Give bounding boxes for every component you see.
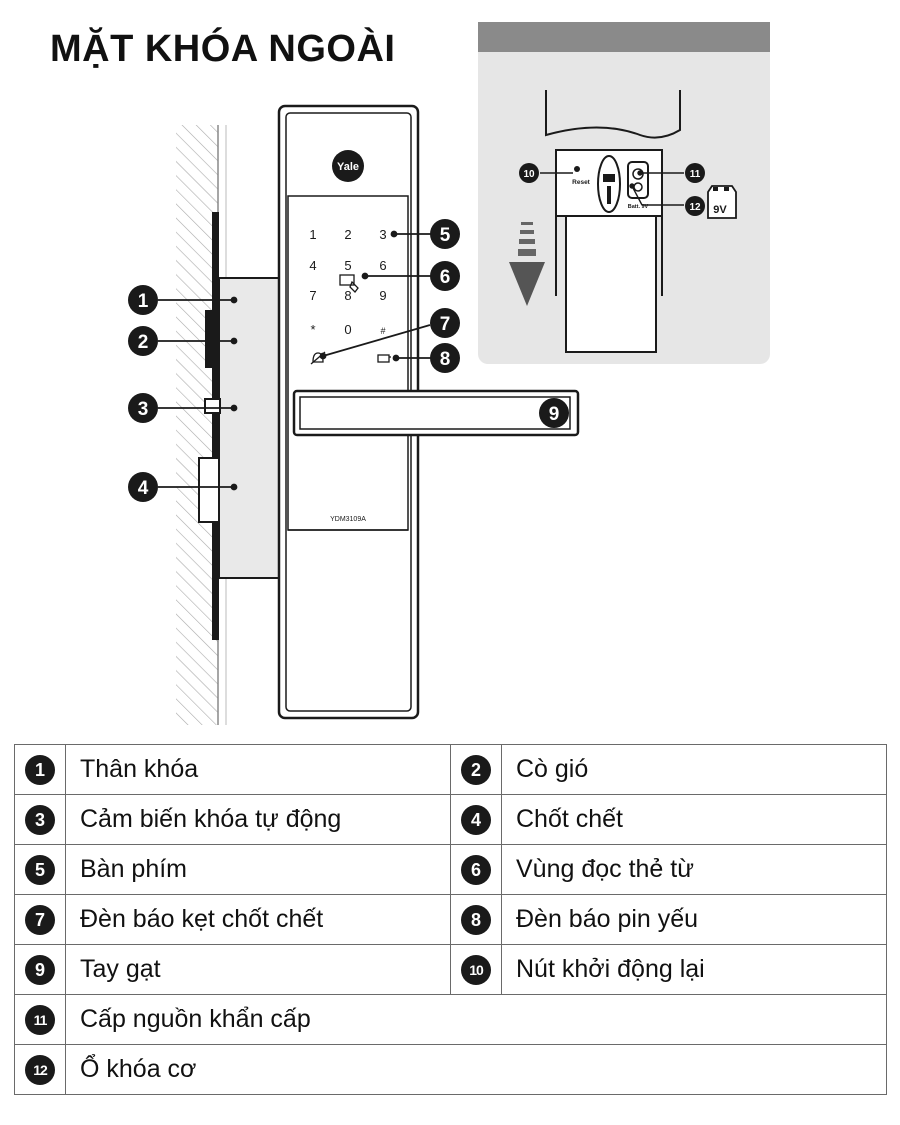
card-reader-icon: [339, 274, 359, 293]
key-cylinder: [597, 155, 621, 213]
callout-5: 5: [430, 219, 460, 249]
legend-row: 1 Thân khóa 2 Cò gió: [14, 744, 887, 795]
legend-row: 7 Đèn báo kẹt chốt chết 8 Đèn báo pin yế…: [14, 894, 887, 945]
model-label: YDM3109A: [330, 516, 366, 523]
battery-9v-icon: 9V: [707, 185, 737, 219]
brand-logo: Yale: [332, 150, 364, 182]
legend-number: 5: [25, 854, 55, 885]
legend-label: Cảm biến khóa tự động: [65, 794, 451, 845]
svg-text:Yale: Yale: [337, 161, 359, 173]
latch-bolt: [205, 310, 219, 368]
legend-number: 4: [461, 804, 491, 835]
callout-4: 4: [128, 472, 158, 502]
key-4[interactable]: 4: [309, 258, 316, 273]
key-hash[interactable]: #: [380, 326, 385, 336]
down-arrow-icon: [509, 222, 545, 306]
legend-number: 8: [461, 904, 491, 935]
reset-button-icon: [574, 166, 580, 172]
legend-number: 7: [25, 904, 55, 935]
legend-label: Vùng đọc thẻ từ: [501, 844, 887, 895]
callout-12: 12: [685, 196, 705, 216]
legend-label: Cấp nguồn khẩn cấp: [65, 994, 887, 1045]
svg-text:5: 5: [440, 225, 451, 246]
legend-label: Nút khởi động lại: [501, 944, 887, 995]
legend-number: 2: [461, 754, 491, 785]
page-title: MẶT KHÓA NGOÀI: [50, 28, 396, 70]
callout-11: 11: [685, 163, 705, 183]
svg-text:4: 4: [138, 478, 149, 499]
inset-panel: [478, 22, 770, 364]
svg-text:6: 6: [440, 267, 451, 288]
svg-text:8: 8: [440, 349, 451, 370]
legend-label: Tay gạt: [65, 944, 451, 995]
legend-row: 3 Cảm biến khóa tự động 4 Chốt chết: [14, 794, 887, 845]
svg-text:10: 10: [523, 169, 535, 180]
callout-7: 7: [430, 308, 460, 338]
callout-2: 2: [128, 326, 158, 356]
key-8[interactable]: 8: [344, 288, 351, 303]
battery-port: [627, 161, 649, 199]
auto-lock-sensor: [204, 398, 221, 414]
legend-label: Chốt chết: [501, 794, 887, 845]
legend-number: 9: [25, 954, 55, 985]
key-7[interactable]: 7: [309, 288, 316, 303]
callout-1: 1: [128, 285, 158, 315]
legend-label: Đèn báo pin yếu: [501, 894, 887, 945]
key-0[interactable]: 0: [344, 322, 351, 337]
callout-10: 10: [519, 163, 539, 183]
key-5[interactable]: 5: [344, 258, 351, 273]
wall: [176, 125, 227, 725]
lock-body: [218, 277, 282, 579]
handle[interactable]: [292, 389, 580, 437]
legend-label: Đèn báo kẹt chốt chết: [65, 894, 451, 945]
svg-text:12: 12: [689, 202, 701, 213]
svg-text:7: 7: [440, 314, 451, 335]
svg-text:1: 1: [138, 291, 149, 312]
legend-number: 1: [25, 754, 55, 785]
legend-number: 12: [25, 1054, 55, 1085]
legend-label: Bàn phím: [65, 844, 451, 895]
callout-6: 6: [430, 261, 460, 291]
parts-legend: 1 Thân khóa 2 Cò gió 3 Cảm biến khóa tự …: [14, 744, 887, 1095]
keypad: 1 2 3 4 5 6 7 8 9 * 0 #: [309, 227, 386, 337]
legend-label: Thân khóa: [65, 744, 451, 795]
faceplate: [212, 212, 219, 640]
key-1[interactable]: 1: [309, 227, 316, 242]
key-9[interactable]: 9: [379, 288, 386, 303]
svg-text:9V: 9V: [713, 204, 727, 216]
legend-number: 11: [25, 1004, 55, 1035]
key-2[interactable]: 2: [344, 227, 351, 242]
svg-text:9: 9: [549, 404, 560, 425]
legend-number: 3: [25, 804, 55, 835]
reset-label: Reset: [572, 179, 591, 186]
svg-text:11: 11: [690, 169, 701, 180]
legend-row: 11 Cấp nguồn khẩn cấp: [14, 994, 887, 1045]
svg-text:2: 2: [138, 332, 149, 353]
svg-text:3: 3: [138, 399, 149, 420]
legend-label: Ổ khóa cơ: [65, 1044, 887, 1095]
lock-diagram: Yale 1 2 3 4 5 6 7 8 9 * 0 # YDM3109A: [128, 22, 770, 725]
key-3[interactable]: 3: [379, 227, 386, 242]
callout-3: 3: [128, 393, 158, 423]
legend-row: 9 Tay gạt 10 Nút khởi động lại: [14, 944, 887, 995]
legend-label: Cò gió: [501, 744, 887, 795]
key-star[interactable]: *: [310, 322, 315, 337]
legend-number: 6: [461, 854, 491, 885]
battery-port-label: Batt. 9V: [628, 204, 649, 210]
deadbolt: [198, 457, 220, 523]
key-6[interactable]: 6: [379, 258, 386, 273]
callout-8: 8: [430, 343, 460, 373]
legend-row: 5 Bàn phím 6 Vùng đọc thẻ từ: [14, 844, 887, 895]
callout-9: 9: [539, 398, 569, 428]
legend-number: 10: [461, 954, 491, 985]
battery-indicator-icon: [377, 354, 391, 363]
legend-row: 12 Ổ khóa cơ: [14, 1044, 887, 1095]
